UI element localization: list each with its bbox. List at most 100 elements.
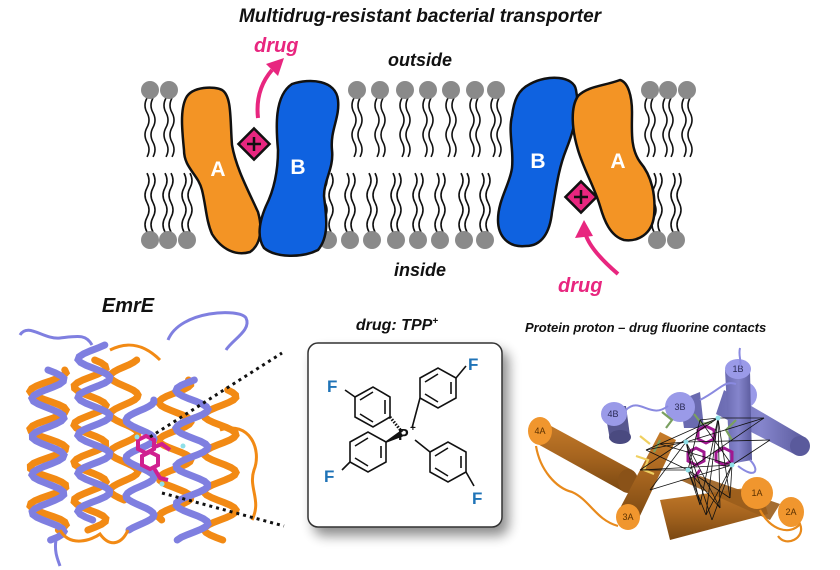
helix-3A: 3A <box>616 432 676 530</box>
lipid <box>487 81 505 158</box>
fluorine-atom-3: F <box>324 467 334 486</box>
lipid <box>141 172 159 249</box>
ribbon-loop <box>18 328 94 346</box>
tpp-ligand <box>134 433 186 487</box>
contact-line <box>659 443 733 466</box>
fluorine-atom-1: F <box>327 377 337 396</box>
contact-line <box>649 464 733 491</box>
lipid <box>371 81 389 158</box>
contact-line <box>639 417 719 471</box>
drug-marker-left <box>236 126 272 162</box>
contact-lines <box>639 415 771 521</box>
inside-label: inside <box>394 260 446 280</box>
drug-panel-title: drug: TPP+ <box>356 316 438 334</box>
helix-ribbon-b4 <box>171 376 213 544</box>
lipid <box>348 81 366 158</box>
fluorine-atom-marker <box>729 462 735 468</box>
phosphorus-atom: P <box>398 427 409 444</box>
ribbon-loop <box>109 343 162 362</box>
membrane-diagram: A B drug B A drug outside inside <box>141 35 696 297</box>
lipid <box>476 172 494 249</box>
contact-side-chains <box>635 411 737 476</box>
contact-line <box>699 417 719 421</box>
contact-line <box>687 469 731 499</box>
lipid <box>641 81 659 158</box>
ribbon-loop <box>54 539 62 567</box>
structure-box <box>307 342 503 528</box>
fluorine-atom-4: F <box>472 489 482 508</box>
helix-3B-label: 3B <box>674 402 685 412</box>
drug-influx-arrow <box>583 231 620 276</box>
ribbon-loop <box>166 311 249 351</box>
drug-influx-arrowhead <box>575 220 593 238</box>
helix-1A: 1A <box>741 477 773 509</box>
tpp-skeletal-formula <box>341 365 475 487</box>
contact-line <box>717 417 731 499</box>
contact-line <box>687 469 721 509</box>
helix-1A-label: 1A <box>751 488 762 498</box>
contact-line <box>711 464 733 521</box>
drug-structure-panel: drug: TPP+ P + F <box>307 316 503 528</box>
figure-title: Multidrug-resistant bacterial transporte… <box>239 6 603 27</box>
helix-2A-label: 2A <box>785 507 796 517</box>
emre-title: EmrE <box>102 295 155 317</box>
contact-line <box>699 417 719 506</box>
drug-label-left: drug <box>254 35 298 57</box>
helix-ribbon-b1 <box>27 366 69 544</box>
contact-line <box>687 417 765 471</box>
drug-efflux-arrow <box>255 68 274 119</box>
lipid <box>419 81 437 158</box>
helix-1B: 1B <box>725 359 752 464</box>
helix-ribbon-b3 <box>122 396 158 534</box>
zoom-guide-line-top <box>149 351 283 439</box>
helix-3A-label: 3A <box>622 512 633 522</box>
contact-line <box>685 439 771 443</box>
helix-4B-label: 4B <box>607 409 618 419</box>
subunit-b-left <box>258 79 340 257</box>
helix-ribbon-a2 <box>70 356 111 534</box>
contacts-panel: Protein proton – drug fluorine contacts … <box>525 320 810 543</box>
phosphorus-charge: + <box>410 423 416 434</box>
helix-ribbon-b2 <box>73 341 114 524</box>
subunit-a-left <box>180 86 262 255</box>
subunit-b-label-right: B <box>530 150 545 173</box>
drug-label-right: drug <box>558 275 602 297</box>
contact-line <box>705 464 733 516</box>
contact-line <box>639 464 733 471</box>
emre-structure-panel: EmrE <box>18 295 285 567</box>
contact-line <box>645 417 719 451</box>
lipid <box>141 81 159 158</box>
fluorine-atom-2: F <box>468 355 478 374</box>
lipid <box>178 172 196 249</box>
contact-line <box>729 464 733 499</box>
lipid <box>442 81 460 158</box>
helix-4B: 4B <box>601 402 631 444</box>
zoom-guide-line-bottom <box>161 491 285 528</box>
subunit-a-label-right: A <box>610 150 625 173</box>
right-transporter: B A drug <box>496 76 656 297</box>
helix-1B-label: 1B <box>732 364 743 374</box>
lipid-bilayer <box>141 81 696 249</box>
contact-line <box>687 419 701 471</box>
lipid <box>648 172 666 249</box>
lipid <box>160 81 178 158</box>
drug-efflux-arrowhead <box>266 58 284 76</box>
loop-a2 <box>759 509 803 543</box>
lipid <box>387 172 405 249</box>
lipid <box>159 172 177 249</box>
outside-label: outside <box>388 50 452 70</box>
left-transporter: A B drug <box>180 35 340 257</box>
subunit-a-right <box>571 78 656 242</box>
lipid <box>455 172 473 249</box>
drug-panel-title-text: drug: TPP <box>356 317 433 334</box>
loop-b <box>625 347 757 474</box>
lipid <box>466 81 484 158</box>
drug-marker-right <box>563 179 599 215</box>
contacts-title: Protein proton – drug fluorine contacts <box>525 320 766 335</box>
lipid <box>659 81 677 158</box>
ribbon-loop <box>58 529 130 545</box>
fluorine-atom-marker <box>685 467 691 473</box>
fluorine-atom-marker <box>683 439 689 445</box>
contact-line <box>699 419 733 466</box>
